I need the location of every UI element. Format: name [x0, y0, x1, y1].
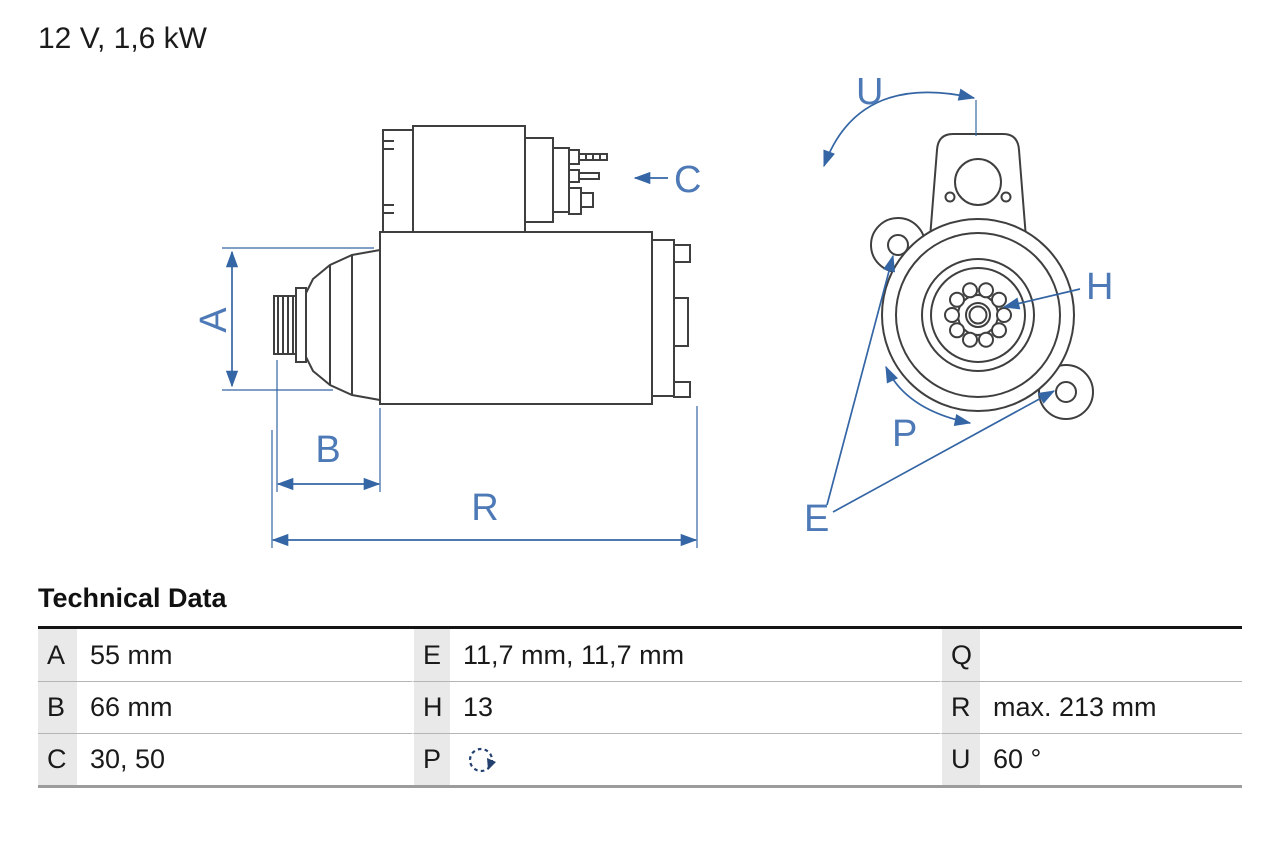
- front-view: U H P E: [804, 71, 1113, 540]
- dimension-label-b: B: [315, 429, 340, 471]
- table-value-cell: [980, 629, 1242, 681]
- table-value-cell: 30, 50: [77, 733, 412, 785]
- dimension-label-e: E: [804, 498, 829, 540]
- table-label-cell: B: [38, 681, 77, 733]
- dimension-label-u: U: [856, 71, 883, 113]
- side-view: A B R C: [193, 125, 701, 548]
- dimension-label-r: R: [471, 487, 498, 529]
- technical-data-section: Technical Data A 55 mm E 11,7 mm, 11,7 m…: [38, 583, 1242, 788]
- starter-motor-diagram: A B R C: [193, 71, 1113, 548]
- table-label-cell: U: [940, 733, 980, 785]
- dimension-label-h: H: [1086, 266, 1113, 308]
- dimension-label-p: P: [892, 413, 917, 455]
- table-value-cell: 60 °: [980, 733, 1242, 785]
- table-value-cell: 66 mm: [77, 681, 412, 733]
- dimension-label-c: C: [674, 159, 701, 201]
- table-label-cell: A: [38, 629, 77, 681]
- rotation-direction-icon: [468, 747, 496, 772]
- table-value-cell: 13: [450, 681, 940, 733]
- table-label-cell: E: [412, 629, 450, 681]
- table-heading: Technical Data: [38, 583, 227, 613]
- table-value-cell: 55 mm: [77, 629, 412, 681]
- table-label-cell: H: [412, 681, 450, 733]
- table-label-cell: P: [412, 733, 450, 785]
- table-value-cell: 11,7 mm, 11,7 mm: [450, 629, 940, 681]
- dimension-label-a: A: [193, 307, 235, 333]
- technical-data-table: A 55 mm E 11,7 mm, 11,7 mm Q B 66 mm H 1…: [38, 626, 1242, 788]
- table-value-cell: max. 213 mm: [980, 681, 1242, 733]
- table-label-cell: R: [940, 681, 980, 733]
- table-label-cell: C: [38, 733, 77, 785]
- table-label-cell: Q: [940, 629, 980, 681]
- table-value-cell: [450, 733, 940, 785]
- power-spec-title: 12 V, 1,6 kW: [38, 22, 207, 55]
